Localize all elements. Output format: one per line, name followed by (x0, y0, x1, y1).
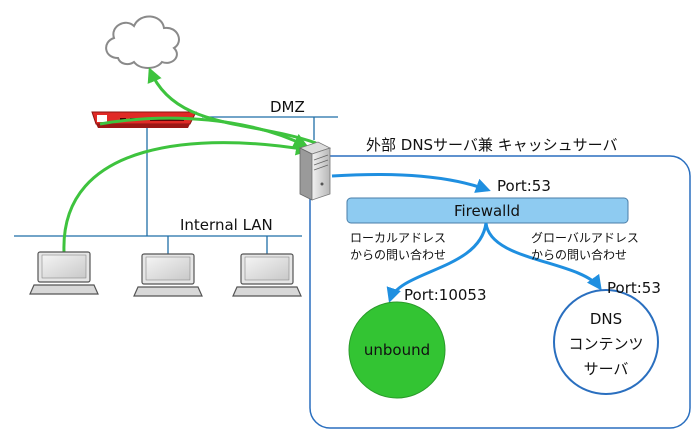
dns-server-label-line3: サーバ (584, 360, 629, 378)
dns-server-label-line2: コンテンツ (568, 335, 643, 353)
unbound-port-label: Port:10053 (404, 286, 487, 304)
server-title-label: 外部 DNSサーバ兼 キャッシュサーバ (366, 136, 618, 154)
internal-lan-label: Internal LAN (180, 216, 273, 234)
firewall-label: Firewalld (454, 202, 520, 220)
laptop-icon (133, 253, 203, 297)
global-query-label-line2: からの問い合わせ (531, 247, 627, 262)
unbound-node (348, 301, 446, 399)
laptop-icon (232, 253, 302, 297)
local-query-label-line1: ローカルアドレス (350, 231, 446, 245)
global-query-label-line1: グローバルアドレス (531, 231, 639, 245)
green-arrow-laptop-to-server (62, 140, 311, 253)
dmz-label: DMZ (270, 98, 305, 116)
dns-cache-server-container (309, 155, 691, 429)
unbound-label: unbound (364, 341, 430, 359)
cloud-icon (105, 15, 180, 69)
blue-arrow-server-to-firewall (331, 173, 491, 193)
server-icon (298, 141, 332, 201)
green-arrow-router-to-server (99, 116, 309, 148)
dns-port-label: Port:53 (607, 279, 661, 297)
dns-content-server-node (553, 289, 659, 395)
local-query-label-line2: からの問い合わせ (350, 247, 446, 262)
laptop-icon (29, 251, 99, 295)
firewall-port-label: Port:53 (497, 177, 551, 195)
blue-arrow-firewall-to-unbound (386, 222, 488, 303)
blue-arrow-firewall-to-dns (484, 222, 602, 291)
dns-server-label-line1: DNS (590, 310, 622, 328)
